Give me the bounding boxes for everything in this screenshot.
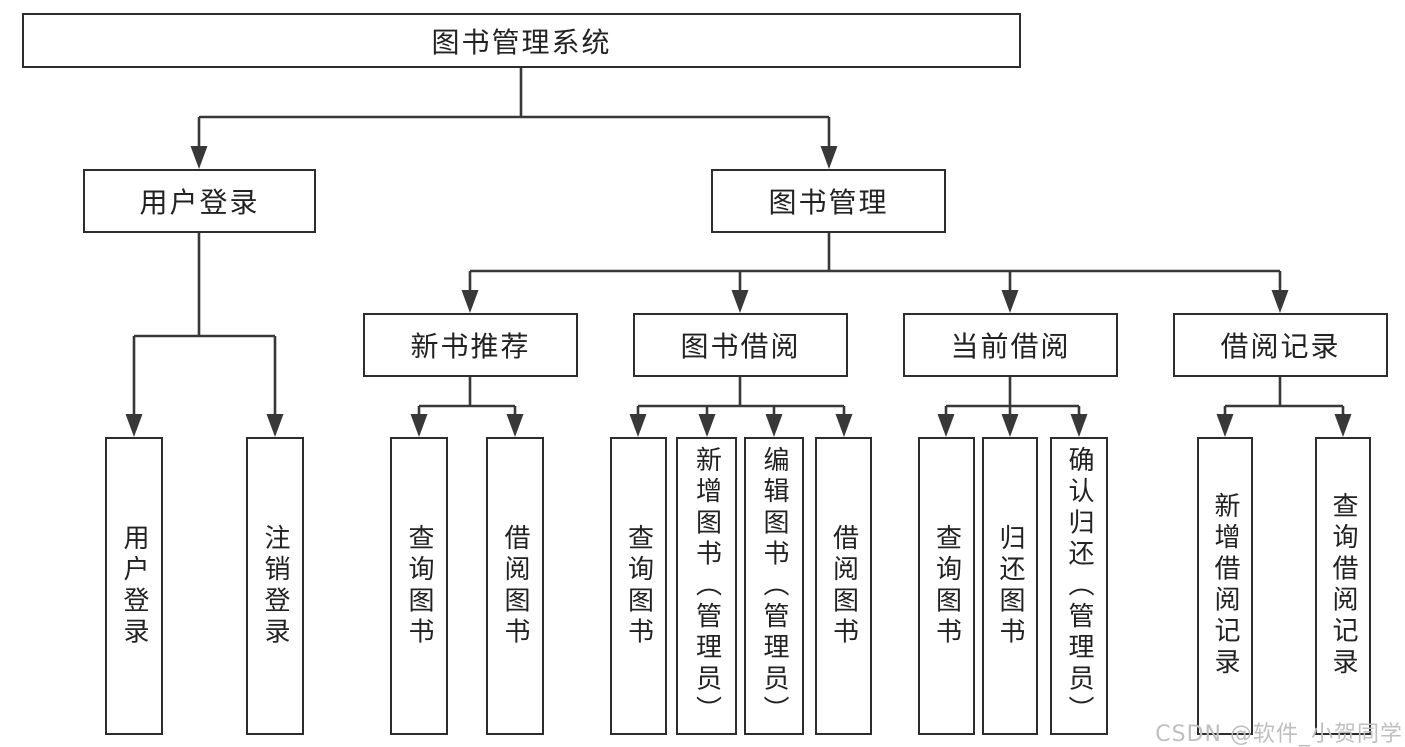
leaf-label: 用户登录 xyxy=(119,523,149,649)
leaf-label: 新增借阅记录 xyxy=(1210,492,1240,680)
csdn-watermark: CSDN @软件_小贺同学 xyxy=(1155,722,1403,747)
leaf-logout-login: 注销登录 xyxy=(246,437,304,735)
leaf-newbook-query-book: 查询图书 xyxy=(390,437,448,735)
leaf-label: 查询图书 xyxy=(931,523,962,649)
leaf-label: 确认归还（管理员） xyxy=(1064,445,1094,727)
node-current-borrow: 当前借阅 xyxy=(903,313,1118,377)
leaf-borrow-add-book-admin: 新增图书（管理员） xyxy=(676,437,737,735)
leaf-label: 注销登录 xyxy=(260,523,290,649)
leaf-record-add-borrow-record: 新增借阅记录 xyxy=(1197,437,1253,735)
leaf-label: 归还图书 xyxy=(995,523,1025,649)
node-borrow-record: 借阅记录 xyxy=(1173,313,1388,377)
leaf-user-login: 用户登录 xyxy=(105,437,163,735)
leaf-label: 借阅图书 xyxy=(500,523,530,649)
leaf-current-return-book: 归还图书 xyxy=(982,437,1038,735)
leaf-label: 查询图书 xyxy=(623,523,654,649)
node-new-book-recommend: 新书推荐 xyxy=(363,313,578,377)
leaf-label: 编辑图书（管理员） xyxy=(759,445,789,727)
arrowheads xyxy=(125,146,1352,437)
leaf-current-query-book: 查询图书 xyxy=(918,437,975,735)
leaf-borrow-edit-book-admin: 编辑图书（管理员） xyxy=(744,437,804,735)
leaf-label: 查询借阅记录 xyxy=(1328,492,1358,680)
leaf-borrow-query-book: 查询图书 xyxy=(610,437,667,735)
leaf-label: 借阅图书 xyxy=(828,523,859,649)
leaf-newbook-borrow-book: 借阅图书 xyxy=(486,437,544,735)
leaf-record-query-borrow-record: 查询借阅记录 xyxy=(1315,437,1371,735)
leaf-current-confirm-return-admin: 确认归还（管理员） xyxy=(1050,437,1108,735)
leaf-borrow-borrow-book: 借阅图书 xyxy=(815,437,872,735)
node-root: 图书管理系统 xyxy=(22,13,1021,68)
leaf-label: 新增图书（管理员） xyxy=(691,445,722,727)
node-user-login: 用户登录 xyxy=(83,169,316,233)
node-book-management: 图书管理 xyxy=(711,169,946,233)
leaf-label: 查询图书 xyxy=(404,523,434,649)
node-book-borrow: 图书借阅 xyxy=(633,313,848,377)
